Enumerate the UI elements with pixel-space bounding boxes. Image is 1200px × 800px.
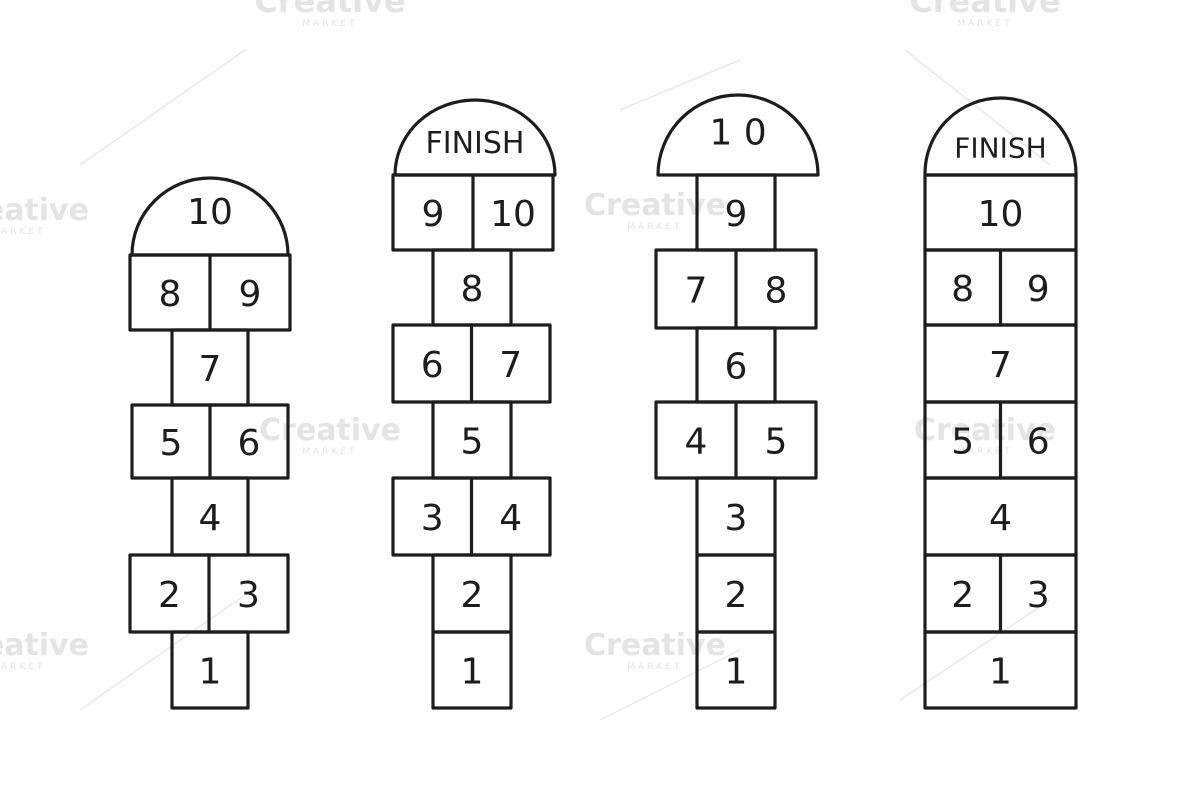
watermark-line: [599, 649, 741, 721]
hopscotch-top-label: 1 0: [709, 113, 766, 154]
hopscotch-square-number: 1: [725, 652, 748, 693]
watermark-layer: CreativeMARKETCreativeMARKETCreativeMARK…: [0, 0, 1061, 721]
hopscotch-square-number: 7: [199, 349, 222, 390]
hopscotch-a: 108 975 642 31: [128, 176, 292, 710]
watermark-brand: Creative: [914, 413, 1056, 448]
hopscotch-square-number: 1: [461, 652, 484, 693]
hopscotch-square-number: 5: [765, 422, 788, 463]
hopscotch-square-number: 3: [237, 575, 260, 616]
watermark-sub: MARKET: [957, 447, 1012, 457]
hopscotch-square-number: 6: [421, 345, 444, 386]
watermark-brand: Creative: [584, 628, 726, 663]
hopscotch-top-cap: [130, 176, 290, 257]
hopscotch-top-label: FINISH: [426, 126, 525, 161]
watermark-sub: MARKET: [627, 222, 682, 232]
hopscotch-row: [431, 630, 513, 710]
hopscotch-d: FINISH 108 975 642 31: [923, 96, 1078, 710]
hopscotch-row: [923, 630, 1078, 710]
hopscotch-square-number: 8: [159, 274, 182, 315]
watermark-line: [904, 49, 1051, 166]
hopscotch-square-number: 9: [725, 194, 748, 235]
hopscotch-square-number: 5: [461, 422, 484, 463]
hopscotch-square-number: 2: [461, 575, 484, 616]
watermark-line: [79, 594, 246, 711]
watermark-brand: Creative: [584, 188, 726, 223]
watermark-line: [619, 59, 741, 111]
hopscotch-square-number: 3: [725, 498, 748, 539]
watermark-sub: MARKET: [0, 662, 46, 672]
watermark-sub: MARKET: [627, 662, 682, 672]
hopscotch-c: 1 0 97 864 53 2 1: [654, 93, 820, 710]
watermark-sub: MARKET: [957, 19, 1012, 29]
hopscotch-top-label: 10: [187, 192, 233, 233]
hopscotch-square-number: 4: [989, 498, 1012, 539]
hopscotch-row: [170, 630, 250, 710]
hopscotch-square-number: 8: [461, 269, 484, 310]
hopscotch-square-number: 7: [989, 345, 1012, 386]
hopscotch-top-label: FINISH: [954, 132, 1046, 165]
hopscotch-square-number: 6: [238, 423, 261, 464]
watermark-brand: Creative: [259, 413, 401, 448]
hopscotch-square-number: 9: [1027, 269, 1050, 310]
watermark-brand: Creative: [0, 628, 89, 663]
hopscotch-square-number: 1: [199, 652, 222, 693]
hopscotch-square-number: 4: [199, 498, 222, 539]
hopscotch-square-number: 4: [685, 422, 708, 463]
hopscotch-square-number: 6: [1027, 422, 1050, 463]
hopscotch-square-number: 1: [989, 652, 1012, 693]
watermark-lines: [79, 49, 1051, 721]
watermark-sub: MARKET: [302, 19, 357, 29]
hopscotch-square-number: 8: [765, 271, 788, 312]
hopscotch-square-number: 2: [158, 575, 181, 616]
hopscotch-top-cap: [656, 93, 820, 177]
hopscotch-square-number: 7: [685, 271, 708, 312]
watermark-sub: MARKET: [0, 227, 46, 237]
hopscotch-square-number: 2: [951, 575, 974, 616]
hopscotch-square-number: 5: [160, 423, 183, 464]
hopscotch-row: [695, 630, 777, 710]
watermark-brand: Creative: [0, 193, 89, 228]
watermark-line: [79, 49, 246, 166]
hopscotch-square-number: 8: [951, 269, 974, 310]
hopscotch-square-number: 9: [239, 274, 262, 315]
hopscotch-square-number: 10: [978, 194, 1024, 235]
hopscotch-square-number: 3: [421, 498, 444, 539]
hopscotch-square-number: 6: [725, 347, 748, 388]
hopscotch-square-number: 9: [422, 194, 445, 235]
hopscotch-square-number: 7: [499, 345, 522, 386]
hopscotch-square-number: 3: [1027, 575, 1050, 616]
hopscotch-square-number: 4: [499, 498, 522, 539]
hopscotch-square-number: 2: [725, 575, 748, 616]
watermark-brand: Creative: [909, 0, 1060, 20]
hopscotch-square-number: 5: [951, 422, 974, 463]
hopscotch-square-number: 10: [490, 194, 536, 235]
watermark-brand: Creative: [254, 0, 405, 20]
hopscotch-top-cap: [393, 98, 557, 177]
watermark-sub: MARKET: [302, 447, 357, 457]
hopscotch-top-cap: [923, 96, 1078, 177]
